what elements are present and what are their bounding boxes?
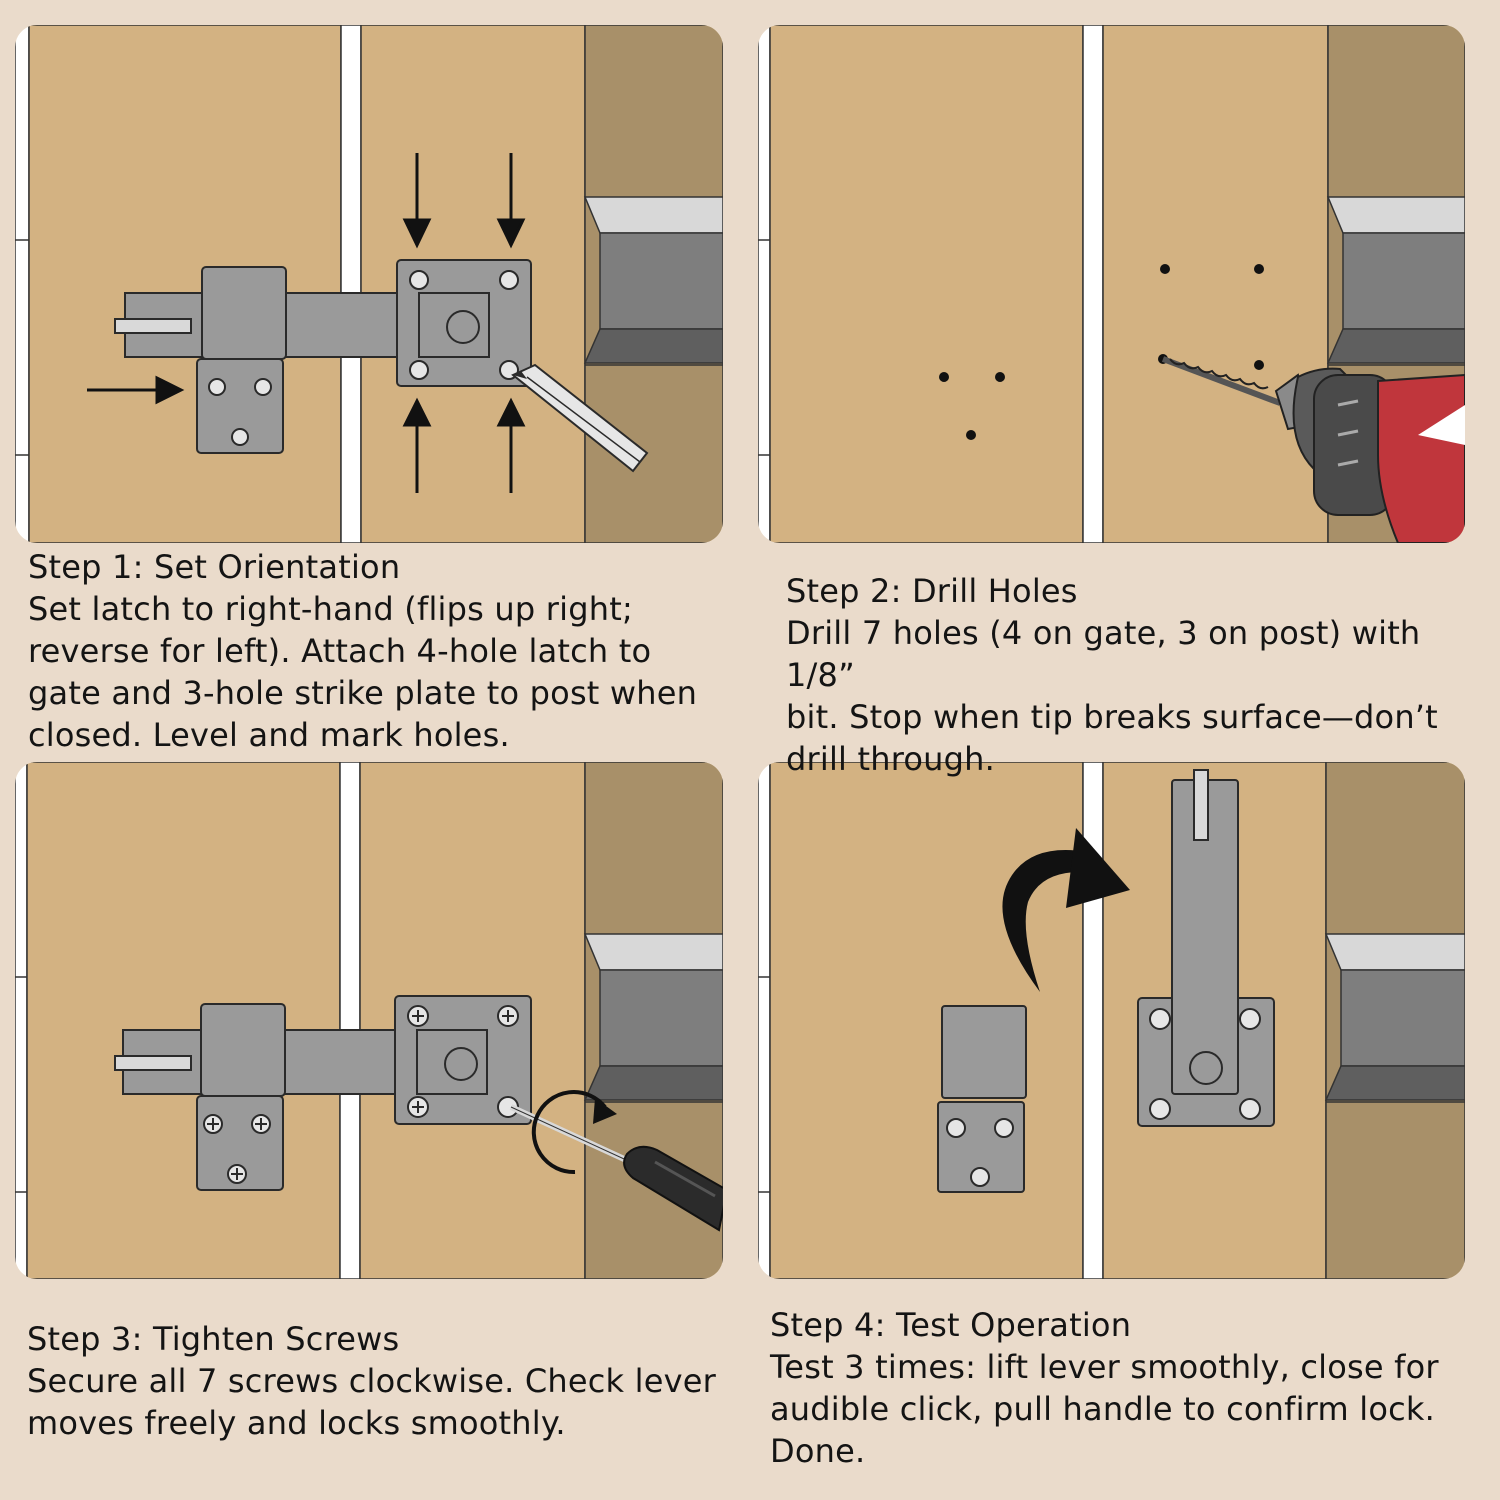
step-2-body: Drill 7 holes (4 on gate, 3 on post) wit…: [786, 614, 1438, 778]
post-rail: [583, 196, 723, 364]
arrow-down-icon: [402, 153, 526, 249]
pencil-icon: [511, 363, 649, 473]
step-2-illustration: [758, 25, 1465, 543]
latch-assembly: [114, 259, 532, 454]
post-rail: [583, 933, 723, 1101]
arrow-right-icon: [87, 375, 185, 405]
arrow-up-icon: [402, 397, 526, 493]
step-1-illustration: [15, 25, 723, 543]
rotate-clockwise-icon: [531, 1090, 617, 1175]
step-3-caption: Step 3: Tighten Screws Secure all 7 scre…: [27, 1318, 742, 1444]
power-drill-icon: [1161, 356, 1465, 543]
step-4-caption: Step 4: Test Operation Test 3 times: lif…: [770, 1304, 1485, 1472]
step-1-caption: Step 1: Set Orientation Set latch to rig…: [28, 546, 743, 756]
step-3-illustration: [15, 762, 723, 1279]
step-4-title: Step 4: Test Operation: [770, 1306, 1132, 1344]
step-1-title: Step 1: Set Orientation: [28, 548, 401, 586]
lifted-latch: [1137, 769, 1275, 1127]
strike-plate: [937, 1005, 1027, 1193]
step-3-body: Secure all 7 screws clockwise. Check lev…: [27, 1362, 717, 1442]
screwdriver-icon: [509, 1104, 723, 1232]
step-4-illustration: [758, 762, 1465, 1279]
post-rail: [1326, 196, 1465, 364]
post-rail: [1324, 933, 1465, 1101]
step-1-body: Set latch to right-hand (flips up right;…: [28, 590, 698, 754]
step-4-body: Test 3 times: lift lever smoothly, close…: [770, 1348, 1439, 1470]
curved-arrow-icon: [1002, 828, 1130, 992]
step-2-title: Step 2: Drill Holes: [786, 572, 1078, 610]
step-2-caption: Step 2: Drill Holes Drill 7 holes (4 on …: [786, 570, 1486, 780]
step-3-title: Step 3: Tighten Screws: [27, 1320, 400, 1358]
